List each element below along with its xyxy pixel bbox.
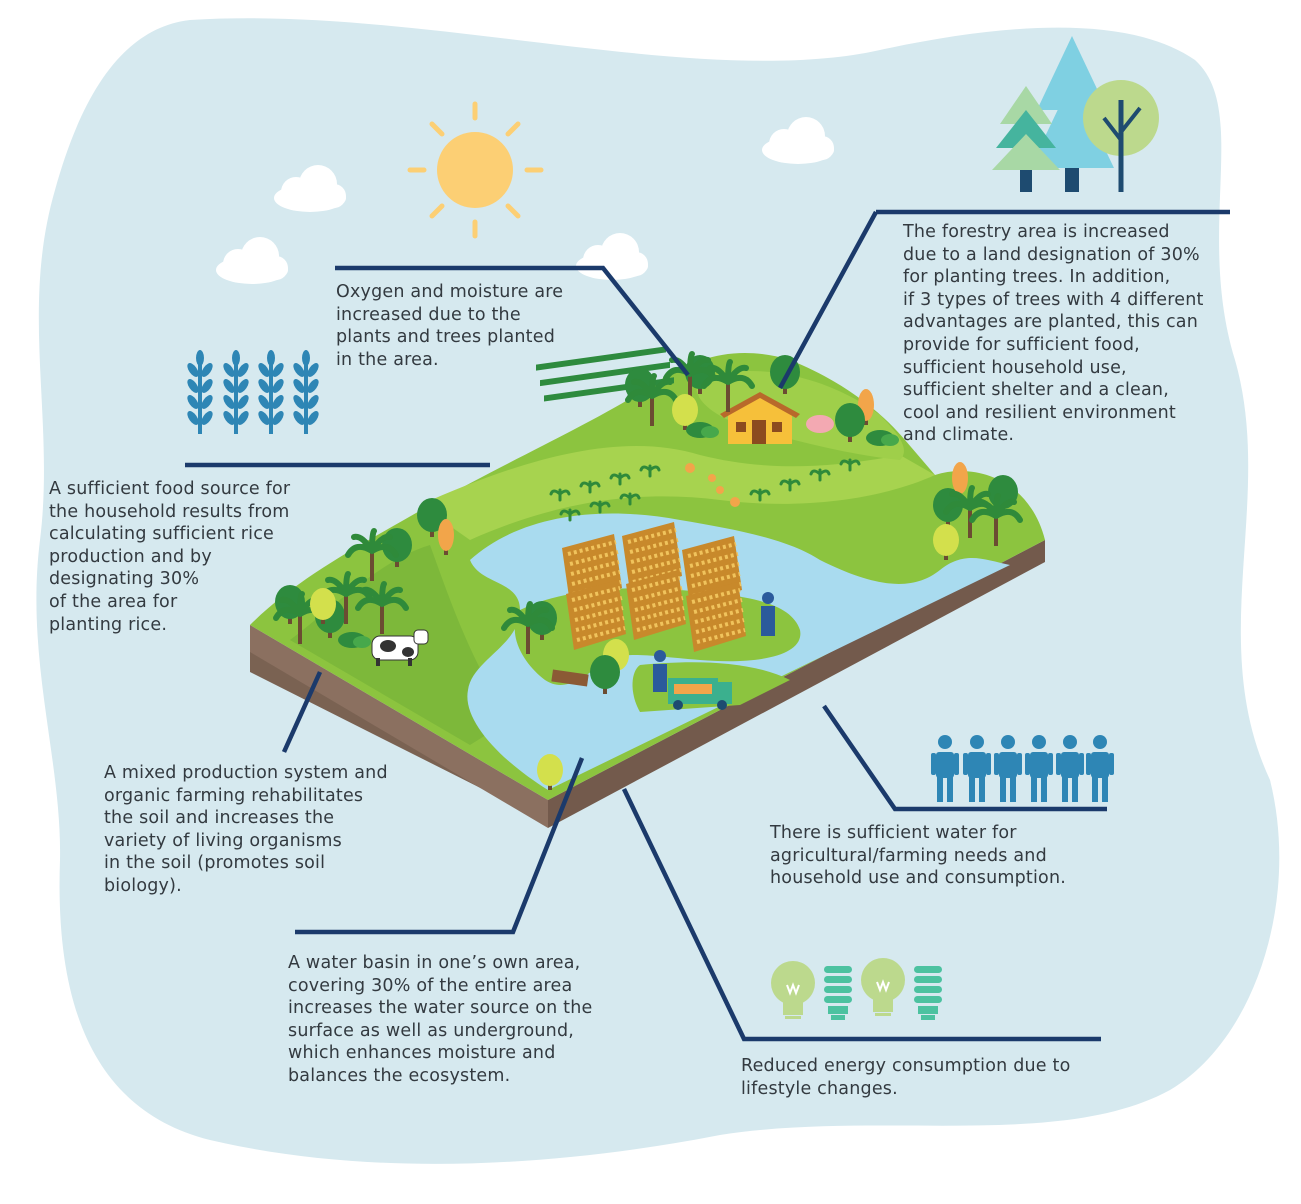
farm-house — [720, 392, 800, 444]
oxygen-callout-text: Oxygen and moisture are increased due to… — [336, 282, 564, 370]
sun-icon — [407, 101, 544, 239]
tree-icon — [992, 36, 1159, 192]
cow-icon — [371, 629, 429, 666]
water-needs-callout-text: There is sufficient water for agricultur… — [770, 823, 1066, 889]
pig-icon — [806, 415, 834, 433]
truck-icon — [668, 678, 732, 710]
leader-lines — [185, 209, 1230, 1042]
forestry-callout-text: The forestry area is increased due to a … — [903, 222, 1204, 446]
soil-callout-text: A mixed production system and organic fa… — [104, 763, 388, 896]
water-basin-callout-text: A water basin in one’s own area, coverin… — [288, 953, 593, 1086]
farm-island — [250, 346, 1045, 828]
food-callout-text: A sufficient food source for the househo… — [49, 479, 291, 635]
energy-callout-text: Reduced energy consumption due to lifest… — [741, 1056, 1071, 1099]
